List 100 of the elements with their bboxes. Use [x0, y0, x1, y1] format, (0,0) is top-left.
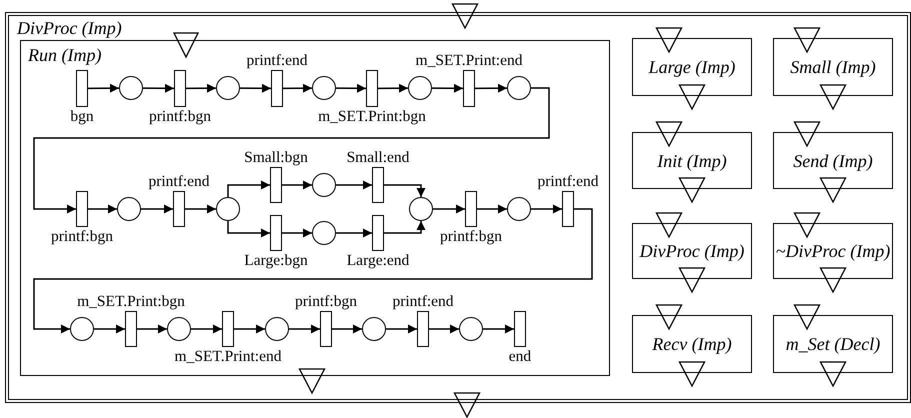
place-circle [70, 317, 94, 341]
module-box [632, 315, 752, 373]
place-circle [167, 317, 191, 341]
module-box [773, 132, 893, 189]
arrow [185, 204, 216, 214]
transition-label: bgn [69, 108, 95, 125]
transition-label: Large:bgn [243, 252, 309, 269]
transition-bar [372, 167, 384, 203]
transition-bar [270, 167, 282, 203]
arrow [336, 84, 366, 93]
transition-label: Small:bgn [243, 149, 309, 166]
module-label: Recv (Imp) [652, 334, 732, 354]
transition-bar [270, 215, 282, 251]
transition-label: Large:end [346, 252, 410, 269]
arrow [282, 228, 312, 238]
arrow [191, 324, 222, 334]
frame-box [20, 40, 610, 376]
transition-bar [514, 311, 526, 347]
arrow [483, 324, 514, 334]
arrow [33, 208, 593, 334]
place-circle [216, 197, 240, 221]
module-box [632, 132, 752, 189]
arrow [88, 204, 117, 214]
module-label: DivProc (Imp) [640, 241, 744, 261]
arrow [137, 324, 167, 334]
place-circle [216, 76, 240, 100]
transition-bar [222, 311, 234, 347]
transition-bar [320, 311, 332, 347]
module-label: ~DivProc (Imp) [776, 241, 890, 261]
transition-label: printf:end [536, 173, 600, 190]
arrow [227, 221, 270, 238]
arrow [433, 204, 465, 214]
module-box [632, 38, 752, 96]
arrow [94, 324, 125, 334]
place-circle [362, 317, 386, 341]
module-label: Send (Imp) [793, 150, 873, 170]
module-label: Large (Imp) [648, 57, 736, 77]
transition-bar [372, 215, 384, 251]
place-circle [312, 221, 336, 245]
transition-bar [417, 311, 429, 347]
arrow [332, 324, 362, 334]
frame-title: DivProc (Imp) [17, 18, 122, 38]
place-circle [409, 197, 433, 221]
arrow [289, 324, 320, 334]
arrow [283, 84, 312, 93]
transition-label: printf:bgn [50, 228, 114, 245]
module-label: Small (Imp) [790, 57, 876, 77]
frame-box [5, 12, 911, 403]
place-circle [507, 76, 531, 100]
transition-label: m_SET.Print:bgn [317, 108, 427, 125]
place-circle [312, 76, 336, 100]
arrow [240, 84, 271, 93]
module-box [773, 38, 893, 96]
place-circle [119, 76, 143, 100]
arrow [141, 204, 173, 214]
arrow [475, 84, 507, 93]
module-box [773, 315, 893, 373]
transition-bar [271, 70, 283, 107]
place-circle [408, 76, 432, 100]
transition-bar [463, 70, 475, 107]
transition-label: end [508, 348, 532, 365]
arrow [336, 228, 372, 238]
place-circle [459, 317, 483, 341]
transition-label: printf:bgn [439, 228, 503, 245]
module-label: Init (Imp) [657, 150, 727, 170]
transition-bar [366, 70, 378, 107]
arrow [429, 324, 459, 334]
transition-bar [174, 70, 186, 107]
transition-label: m_SET.Print:end [414, 52, 524, 69]
arrow [88, 84, 119, 93]
arrow [227, 180, 270, 197]
transition-bar [465, 191, 477, 227]
arrow [531, 204, 562, 214]
transition-label: printf:bgn [148, 108, 212, 125]
module-box [632, 223, 752, 279]
arrow [432, 84, 463, 93]
transition-bar [76, 191, 88, 227]
arrow [282, 180, 312, 190]
transition-bar [125, 311, 137, 347]
arrow [186, 84, 216, 93]
place-circle [507, 197, 531, 221]
place-circle [117, 197, 141, 221]
module-box [773, 223, 893, 279]
arrow [336, 180, 372, 190]
transition-bar [562, 191, 574, 227]
arrow [234, 324, 265, 334]
arrow [378, 84, 408, 93]
place-circle [312, 173, 336, 197]
arrow [33, 87, 550, 214]
module-label: m_Set (Decl) [786, 334, 880, 354]
transition-label: m_SET.Print:end [174, 348, 282, 365]
transition-label: Small:end [346, 149, 410, 166]
frame-title: Run (Imp) [28, 45, 102, 65]
arrow [477, 204, 507, 214]
arrow [143, 84, 174, 93]
transition-label: printf:end [245, 52, 309, 69]
transition-label: printf:end [147, 173, 211, 190]
place-circle [265, 317, 289, 341]
arrow [384, 184, 426, 197]
transition-bar [173, 191, 185, 227]
